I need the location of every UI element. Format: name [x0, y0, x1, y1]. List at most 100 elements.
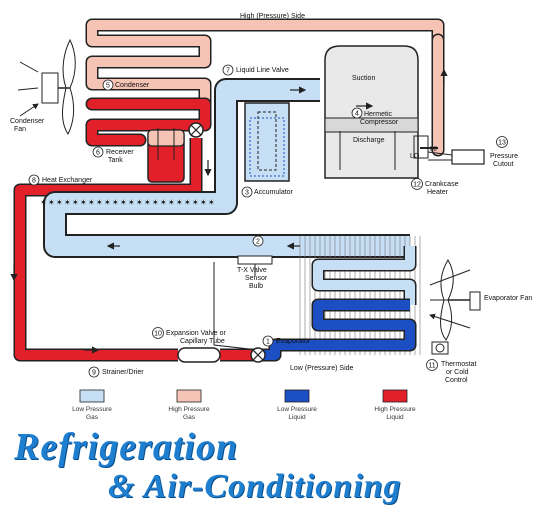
svg-text:Liquid: Liquid [386, 414, 404, 421]
tx-valve-sensor [213, 255, 273, 351]
svg-text:4: 4 [355, 111, 359, 118]
tx-valve-label-1: T-X Valve [237, 267, 267, 274]
svg-text:Liquid Line Valve: Liquid Line Valve [236, 67, 289, 74]
svg-text:13: 13 [498, 140, 506, 147]
callout-4: 4 Hermetic Compressor [351, 107, 399, 126]
legend-item: High Pressure Gas [168, 389, 210, 421]
brand-title-line-1: Refrigeration [14, 426, 239, 468]
condenser-fan-label-1: Condenser [10, 118, 45, 125]
hermetic-compressor [324, 45, 438, 179]
callout-12: 12 Crankcase Heater [411, 178, 459, 196]
tx-valve-label-2: Sensor [245, 275, 268, 282]
heat-exchanger-mark: ✶ [64, 198, 71, 207]
svg-text:10: 10 [154, 331, 162, 338]
condenser-coil [85, 18, 445, 157]
svg-text:Heater: Heater [427, 189, 449, 196]
svg-text:Receiver: Receiver [106, 149, 134, 156]
callout-1: 1 Evaporator [262, 335, 311, 347]
svg-text:2: 2 [256, 239, 260, 246]
heat-exchanger-mark: ✶ [192, 198, 199, 207]
svg-text:3: 3 [245, 190, 249, 197]
heat-exchanger-mark: ✶ [128, 198, 135, 207]
callout-9: 9 Strainer/Drier [88, 366, 144, 378]
heat-exchanger-mark: ✶ [88, 198, 95, 207]
heat-exchanger-mark: ✶ [56, 198, 63, 207]
svg-text:Condenser: Condenser [115, 82, 150, 89]
svg-text:Heat Exchanger: Heat Exchanger [42, 177, 93, 184]
legend-item: Low Pressure Liquid [277, 389, 317, 421]
svg-text:8: 8 [32, 178, 36, 185]
heat-exchanger-mark: ✶ [144, 198, 151, 207]
heat-exchanger-mark: ✶ [40, 198, 47, 207]
legend-swatch [79, 389, 105, 403]
flow-arrows [10, 68, 448, 354]
thermostat [431, 341, 449, 355]
legend-swatch [284, 389, 310, 403]
heat-exchanger-mark: ✶ [152, 198, 159, 207]
lo-label: LO [410, 153, 420, 160]
heat-exchanger-mark: ✶ [96, 198, 103, 207]
legend: Low Pressure Gas High Pressure Gas Low P… [72, 389, 416, 421]
condenser-fan-icon [17, 38, 76, 135]
heat-exchanger-mark: ✶ [104, 198, 111, 207]
svg-text:1: 1 [266, 339, 270, 346]
svg-text:Capillary Tube: Capillary Tube [180, 338, 225, 345]
heat-exchanger-mark: ✶ [136, 198, 143, 207]
svg-text:Strainer/Drier: Strainer/Drier [102, 369, 144, 376]
svg-text:5: 5 [106, 83, 110, 90]
callout-8: 8 Heat Exchanger [28, 174, 93, 186]
callout-5: 5 Condenser [102, 79, 150, 91]
heat-exchanger-mark: ✶ [112, 198, 119, 207]
legend-item: High Pressure Liquid [374, 389, 416, 421]
callout-6: 6 Receiver Tank [92, 146, 134, 164]
svg-text:High Pressure: High Pressure [374, 406, 416, 413]
svg-text:Compressor: Compressor [360, 119, 399, 126]
brand-title-line-2: & Air-Conditioning [108, 468, 402, 505]
svg-text:6: 6 [96, 150, 100, 157]
heat-exchanger-mark: ✶ [208, 198, 215, 207]
svg-text:Evaporator: Evaporator [276, 338, 311, 345]
liquid-line-valve [188, 122, 204, 138]
svg-text:Gas: Gas [86, 414, 99, 421]
svg-text:Accumulator: Accumulator [254, 189, 294, 196]
tx-valve-label-3: Bulb [249, 283, 263, 290]
strainer-drier [177, 347, 221, 363]
svg-text:Tank: Tank [108, 157, 123, 164]
svg-text:Thermostat: Thermostat [441, 361, 476, 368]
low-side-label: Low (Pressure) Side [290, 365, 354, 372]
receiver-tank [147, 128, 185, 183]
suction-label: Suction [352, 75, 375, 82]
svg-text:Low Pressure: Low Pressure [72, 406, 112, 413]
callout-10: 10 Expansion Valve or Capillary Tube [152, 327, 226, 345]
heat-exchanger-mark: ✶ [72, 198, 79, 207]
svg-text:Crankcase: Crankcase [425, 181, 459, 188]
heat-exchanger-marks: ✶✶✶✶✶✶✶✶✶✶✶✶✶✶✶✶✶✶✶✶✶✶ [40, 198, 215, 207]
liquid-line [13, 138, 255, 362]
svg-text:7: 7 [226, 68, 230, 75]
heat-exchanger-mark: ✶ [120, 198, 127, 207]
heat-exchanger-mark: ✶ [48, 198, 55, 207]
evaporator-coil [262, 236, 421, 362]
callout-2: 2 [252, 235, 264, 247]
callout-3: 3 Accumulator [241, 186, 294, 198]
svg-text:Gas: Gas [183, 414, 196, 421]
evaporator-fan-label: Evaporator Fan [484, 295, 532, 302]
svg-text:High Pressure: High Pressure [168, 406, 210, 413]
svg-text:Pressure: Pressure [490, 153, 518, 160]
svg-text:Control: Control [445, 377, 468, 384]
evaporator-fan-icon [430, 259, 481, 341]
heat-exchanger-mark: ✶ [184, 198, 191, 207]
accumulator [244, 102, 290, 182]
heat-exchanger-mark: ✶ [176, 198, 183, 207]
high-side-label: High (Pressure) Side [240, 13, 305, 20]
svg-text:Hermetic: Hermetic [364, 111, 393, 118]
expansion-valve [250, 347, 266, 363]
discharge-label: Discharge [353, 137, 385, 144]
svg-text:11: 11 [428, 363, 435, 370]
svg-text:Cutout: Cutout [493, 161, 514, 168]
svg-text:Expansion Valve or: Expansion Valve or [166, 330, 226, 337]
hi-label: HI [430, 146, 437, 153]
pressure-cutout [427, 149, 485, 165]
legend-swatch [176, 389, 202, 403]
legend-swatch [382, 389, 408, 403]
